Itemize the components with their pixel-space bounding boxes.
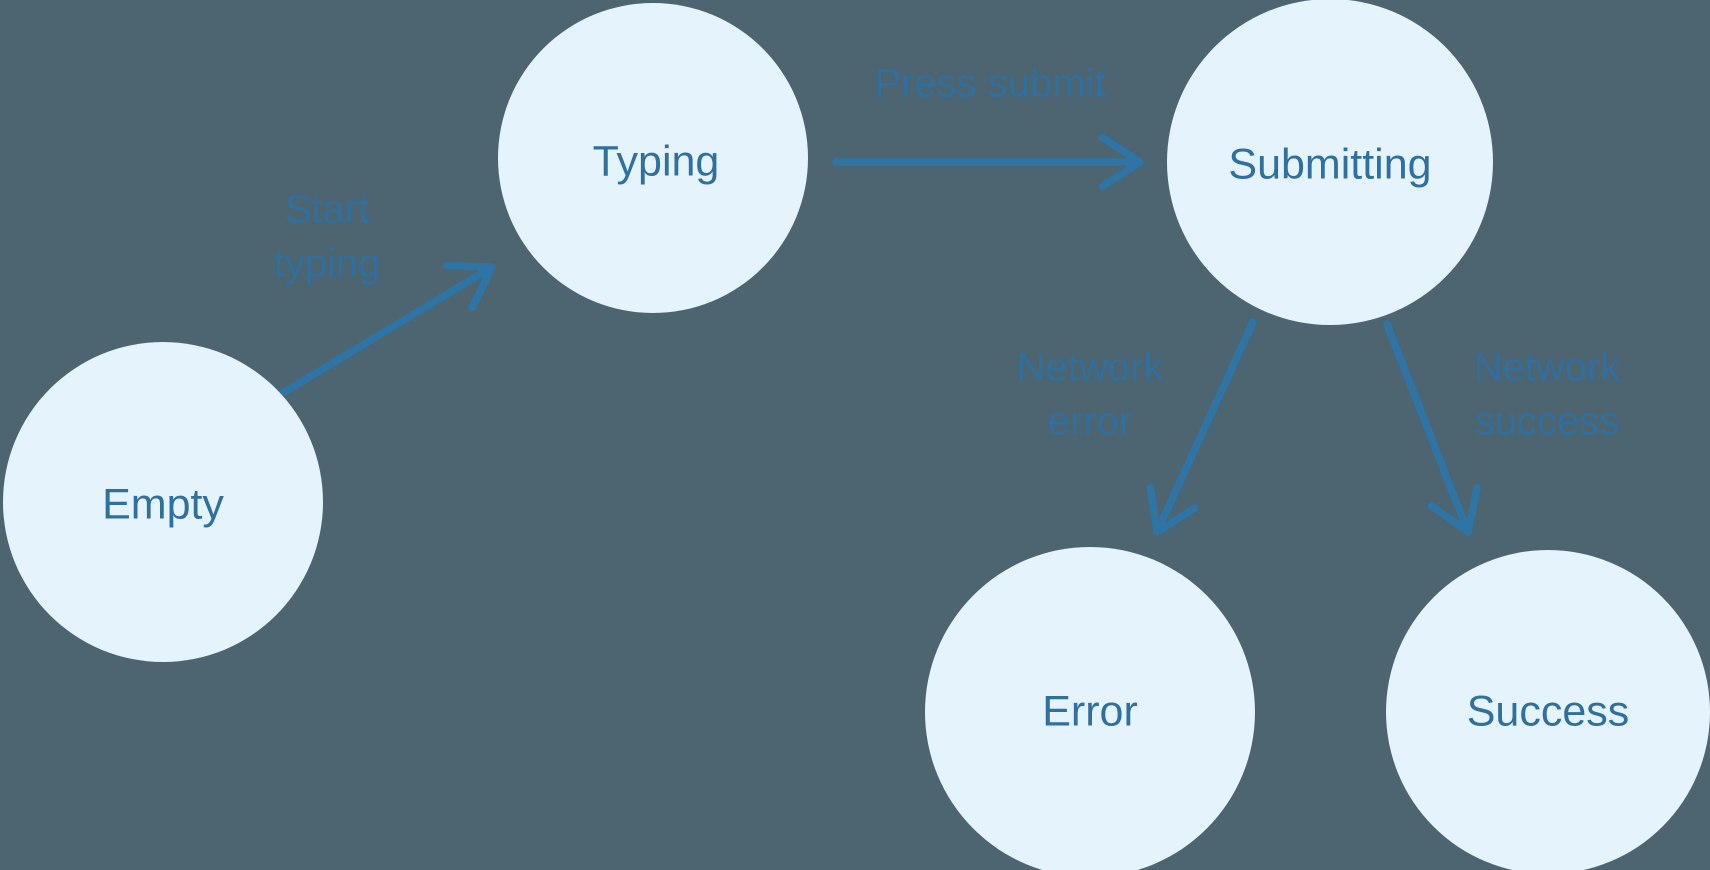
edge-empty-to-typing: Start typing xyxy=(274,188,496,397)
state-label-error: Error xyxy=(1042,687,1138,735)
edge-submitting-to-error: Network error xyxy=(1017,318,1257,536)
edge-typing-to-submitting: Press submit xyxy=(832,62,1144,191)
edge-label-press-submit: Press submit xyxy=(874,62,1105,106)
empty-circle xyxy=(3,342,323,662)
arrow-head xyxy=(1427,484,1481,536)
edge-submitting-to-success: Network success xyxy=(1383,320,1622,536)
edge-label-network-error-line1: Network xyxy=(1017,346,1165,390)
arrow-head xyxy=(1098,133,1144,191)
edges: Start typing Press submit Network error … xyxy=(274,62,1622,536)
success-circle xyxy=(1386,550,1710,870)
arrow-head xyxy=(1146,483,1199,536)
typing-circle xyxy=(498,3,808,313)
nodes: Empty Typing Submitting Error Success xyxy=(3,0,1710,870)
state-label-success: Success xyxy=(1467,687,1630,735)
state-node-empty: Empty xyxy=(3,342,323,662)
arrow-shaft xyxy=(279,263,496,397)
edge-label-network-success-line2: success xyxy=(1475,400,1620,444)
state-label-empty: Empty xyxy=(102,480,224,528)
arrow-head xyxy=(443,261,496,312)
edge-label-start-typing-line2: typing xyxy=(274,242,381,286)
state-label-typing: Typing xyxy=(593,137,720,185)
arrow-shaft xyxy=(1153,318,1257,536)
submitting-circle xyxy=(1167,0,1493,325)
state-node-error: Error xyxy=(925,547,1255,870)
state-node-submitting: Submitting xyxy=(1167,0,1493,325)
arrow-shaft xyxy=(1383,320,1472,536)
edge-label-network-error-line2: error xyxy=(1048,400,1132,444)
state-node-success: Success xyxy=(1386,550,1710,870)
edge-label-network-success-line1: Network xyxy=(1474,346,1622,390)
edge-label-start-typing-line1: Start xyxy=(285,188,369,232)
state-label-submitting: Submitting xyxy=(1228,140,1431,188)
state-node-typing: Typing xyxy=(498,3,808,313)
error-circle xyxy=(925,547,1255,870)
